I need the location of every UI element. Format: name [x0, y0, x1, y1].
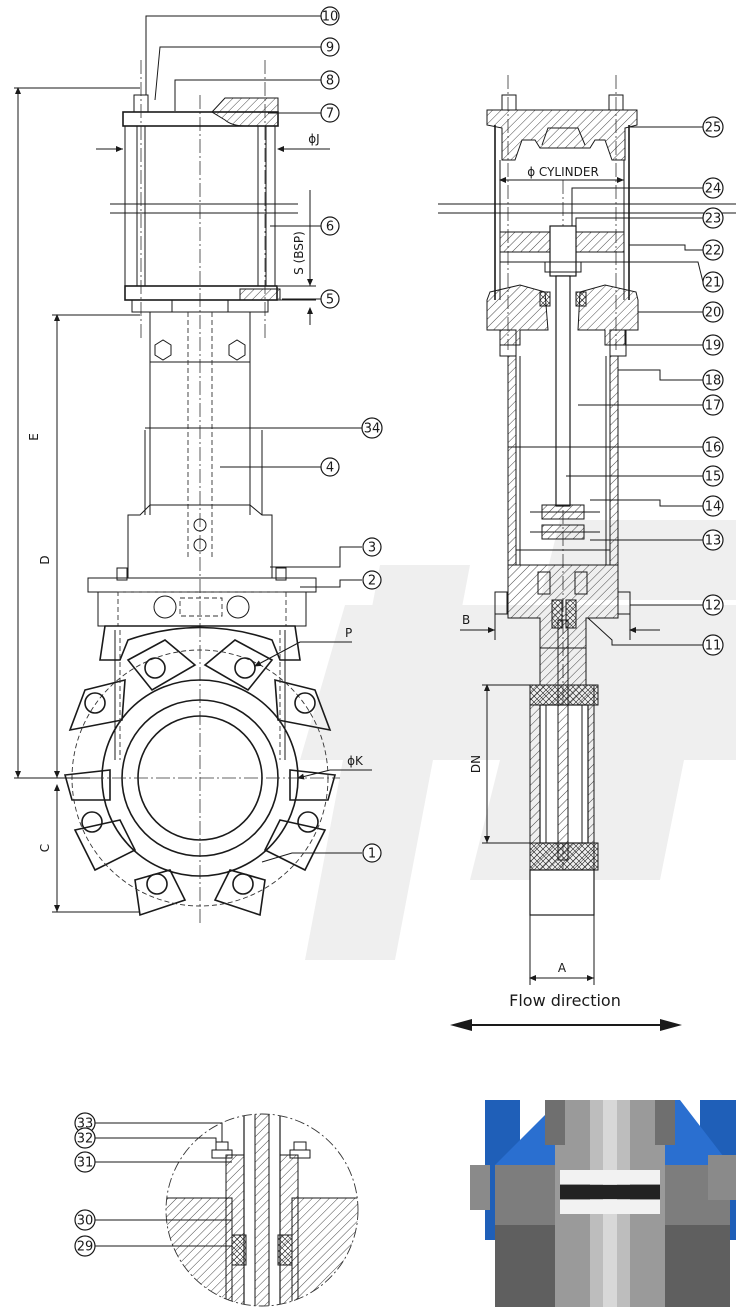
callout-2: 2	[362, 570, 382, 590]
callout-14: 14	[702, 495, 724, 517]
svg-text:10: 10	[322, 10, 339, 25]
callout-12: 12	[702, 594, 724, 616]
dim-phi-j-label: ϕJ	[308, 132, 319, 146]
callout-22: 22	[702, 239, 724, 261]
callout-8: 8	[320, 70, 340, 90]
callout-30: 30	[74, 1209, 96, 1231]
callout-31: 31	[74, 1151, 96, 1173]
callout-17: 17	[702, 394, 724, 416]
svg-text:3: 3	[368, 541, 376, 556]
callout-7: 7	[320, 103, 340, 123]
svg-text:19: 19	[705, 339, 722, 354]
svg-text:11: 11	[705, 639, 722, 654]
callout-32: 32	[74, 1127, 96, 1149]
bolt-holes	[81, 657, 319, 895]
dim-phi-cylinder-label: ϕ CYLINDER	[527, 165, 599, 179]
svg-text:29: 29	[77, 1240, 94, 1255]
svg-text:9: 9	[326, 41, 334, 56]
valve-3d-render	[470, 1100, 736, 1307]
svg-text:14: 14	[705, 500, 722, 515]
svg-text:13: 13	[705, 534, 722, 549]
callout-21: 21	[702, 271, 724, 293]
callout-24: 24	[702, 177, 724, 199]
svg-text:8: 8	[326, 74, 334, 89]
callout-9: 9	[320, 37, 340, 57]
callout-23: 23	[702, 207, 724, 229]
callout-11: 11	[702, 634, 724, 656]
callout-29: 29	[74, 1235, 96, 1257]
callout-6: 6	[320, 216, 340, 236]
svg-text:6: 6	[326, 220, 334, 235]
detail-view	[165, 1113, 359, 1307]
front-view	[63, 60, 340, 925]
callout-18: 18	[702, 369, 724, 391]
svg-text:25: 25	[705, 121, 722, 136]
svg-text:15: 15	[705, 470, 722, 485]
flow-direction-label: Flow direction	[509, 991, 621, 1010]
svg-text:1: 1	[368, 847, 376, 862]
callout-4: 4	[320, 457, 340, 477]
callout-leaders	[95, 15, 704, 1247]
callout-1: 1	[362, 843, 382, 863]
callout-15: 15	[702, 465, 724, 487]
svg-text:16: 16	[705, 441, 722, 456]
svg-text:31: 31	[77, 1156, 94, 1171]
dim-d-label: D	[38, 555, 52, 564]
dim-c-label: C	[38, 844, 52, 852]
dim-e-label: E	[27, 433, 41, 441]
dim-p-label: P	[345, 626, 352, 640]
flow-direction: Flow direction	[450, 991, 682, 1031]
svg-text:2: 2	[368, 574, 376, 589]
svg-text:17: 17	[705, 399, 722, 414]
svg-text:7: 7	[326, 107, 334, 122]
callout-13: 13	[702, 529, 724, 551]
svg-text:23: 23	[705, 212, 722, 227]
dim-dn-label: DN	[469, 755, 483, 773]
svg-text:30: 30	[77, 1214, 94, 1229]
svg-text:20: 20	[705, 306, 722, 321]
svg-text:12: 12	[705, 599, 722, 614]
callout-33: 33	[74, 1112, 96, 1134]
svg-text:24: 24	[705, 182, 722, 197]
svg-text:18: 18	[705, 374, 722, 389]
callout-19: 19	[702, 334, 724, 356]
callout-25: 25	[702, 116, 724, 138]
callout-20: 20	[702, 301, 724, 323]
dim-b-label: B	[462, 613, 470, 627]
dim-s-bsp-label: S (BSP)	[292, 231, 306, 275]
callout-34: 34	[361, 417, 383, 439]
callout-5: 5	[320, 289, 340, 309]
front-view-dimensions: E D C ϕJ S (BSP) P ϕK	[14, 87, 372, 913]
svg-text:21: 21	[705, 276, 722, 291]
svg-text:4: 4	[326, 461, 334, 476]
svg-text:34: 34	[364, 422, 381, 437]
svg-text:33: 33	[77, 1117, 94, 1132]
callouts: 10 9 8 7 6 5 34 4 3 2 1 25 24 23 22 21 2…	[74, 6, 724, 1257]
callout-3: 3	[362, 537, 382, 557]
svg-text:5: 5	[326, 293, 334, 308]
callout-10: 10	[320, 6, 340, 26]
section-view: ϕ CYLINDER	[438, 75, 736, 985]
dim-phi-k-label: ϕK	[347, 754, 364, 768]
callout-16: 16	[702, 436, 724, 458]
dim-a-label: A	[558, 961, 567, 975]
svg-text:22: 22	[705, 244, 722, 259]
svg-text:32: 32	[77, 1132, 94, 1147]
